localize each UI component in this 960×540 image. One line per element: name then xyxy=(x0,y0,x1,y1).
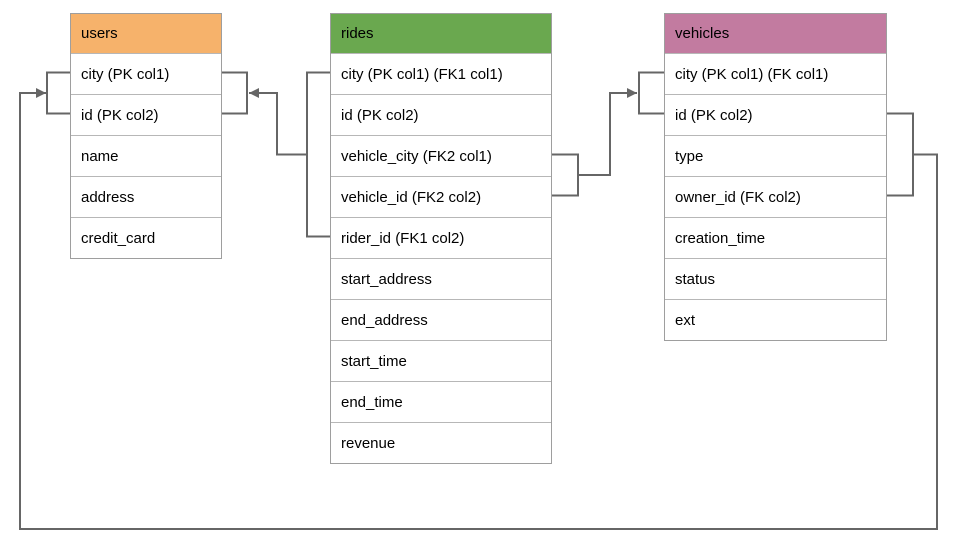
table-row: city (PK col1) (FK col1) xyxy=(665,53,886,94)
table-vehicles: vehicles city (PK col1) (FK col1) id (PK… xyxy=(664,13,887,341)
users-left-bracket-line xyxy=(46,71,70,115)
table-header-rides: rides xyxy=(331,14,551,53)
table-row: type xyxy=(665,135,886,176)
table-row: name xyxy=(71,135,221,176)
table-row: end_time xyxy=(331,381,551,422)
table-row: rider_id (FK1 col2) xyxy=(331,217,551,258)
table-row: address xyxy=(71,176,221,217)
table-row: owner_id (FK col2) xyxy=(665,176,886,217)
table-row: city (PK col1) xyxy=(71,53,221,94)
table-row: start_time xyxy=(331,340,551,381)
table-row: creation_time xyxy=(665,217,886,258)
rides-left-bracket-line xyxy=(306,71,330,238)
fk1-rides-to-users-line xyxy=(249,88,307,156)
table-header-vehicles: vehicles xyxy=(665,14,886,53)
table-row: ext xyxy=(665,299,886,340)
table-row: vehicle_id (FK2 col2) xyxy=(331,176,551,217)
table-row: end_address xyxy=(331,299,551,340)
table-row: vehicle_city (FK2 col1) xyxy=(331,135,551,176)
rides-right-bracket-line xyxy=(552,153,579,197)
table-row: id (PK col2) xyxy=(71,94,221,135)
table-row: start_address xyxy=(331,258,551,299)
users-right-bracket-line xyxy=(222,71,248,115)
table-row: id (PK col2) xyxy=(665,94,886,135)
vehicles-right-bracket-line xyxy=(887,112,914,197)
vehicles-left-bracket-line xyxy=(638,71,664,115)
table-rides: rides city (PK col1) (FK1 col1) id (PK c… xyxy=(330,13,552,464)
table-users: users city (PK col1) id (PK col2) name a… xyxy=(70,13,222,259)
fk2-rides-to-vehicles-line xyxy=(578,88,637,176)
table-row: status xyxy=(665,258,886,299)
table-header-users: users xyxy=(71,14,221,53)
table-row: city (PK col1) (FK1 col1) xyxy=(331,53,551,94)
table-row: revenue xyxy=(331,422,551,463)
table-row: credit_card xyxy=(71,217,221,258)
table-row: id (PK col2) xyxy=(331,94,551,135)
